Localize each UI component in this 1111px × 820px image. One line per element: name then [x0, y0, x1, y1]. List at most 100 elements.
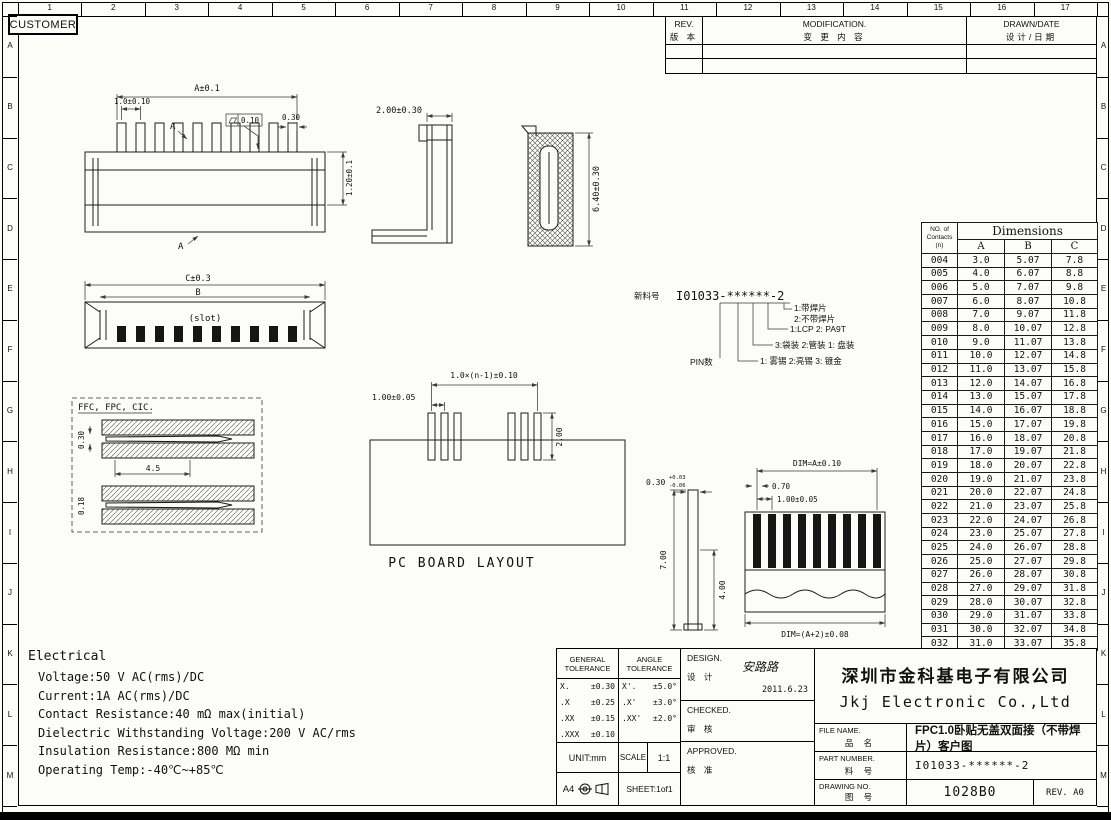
ruler-top-label: 8: [491, 3, 497, 12]
paper-cell: A4: [557, 773, 619, 805]
ruler-tick: [18, 3, 19, 16]
legend-option-solder: 1:带焊片: [794, 303, 827, 313]
dim-label-a: A±0.1: [194, 84, 220, 94]
dim-label-640: 6.40±0.30: [592, 166, 602, 212]
dim-label-flatness: 0.10: [241, 116, 260, 125]
dim-label-pad-pitch: 1.0×(n-1)±0.10: [450, 371, 518, 380]
ruler-tick: [716, 3, 718, 16]
ruler-tick: [462, 3, 464, 16]
ruler-top-label: 12: [743, 3, 753, 12]
section-marker-a-bottom: A: [178, 242, 184, 252]
design-label: DESIGN.: [687, 653, 722, 663]
ruler-tick: [1097, 502, 1109, 504]
slot-view: [84, 301, 326, 349]
ruler-tick: [1097, 259, 1109, 261]
ruler-top-label: 4: [237, 3, 243, 12]
title-block: GENERAL TOLERANCE ANGLE TOLERANCE X.±0.3…: [556, 648, 1097, 806]
company-name-cn: 深圳市金科基电子有限公司: [841, 666, 1070, 686]
revision-table-header: REV. 版 本 MODIFICATION. 变 更 内 容 DRAWN/DAT…: [666, 17, 1096, 45]
ruler-right-label: F: [1101, 345, 1106, 355]
ruler-right-label: J: [1101, 588, 1106, 598]
ruler-top-label: 1: [47, 3, 52, 12]
ruler-tick: [3, 745, 17, 747]
ruler-right-label: K: [1100, 649, 1107, 659]
legend-option-plating: 1: 雾锡 2:亮锡 3: 镀金: [760, 356, 842, 366]
ruler-tick: [970, 3, 972, 16]
unit-label: UNIT:mm: [557, 743, 619, 772]
tolerance-row: .XX±0.15.XX'±2.0°: [557, 710, 680, 727]
dim-label-070: 0.70: [772, 482, 791, 491]
checked-label-cn: 审 核: [687, 724, 716, 734]
ruler-tick: [3, 137, 17, 139]
design-signature: 安路路: [741, 660, 778, 674]
file-name-row: FILE NAME. 品 名 FPC1.0卧贴无盖双面接（不带焊片）客户图: [815, 724, 1096, 753]
electrical-line: Operating Temp:-40℃~+85℃: [38, 762, 224, 777]
ruler-tick: [335, 3, 337, 16]
ruler-top-label: 2: [110, 3, 116, 12]
scale-value: 1:1: [657, 752, 671, 763]
electrical-title: Electrical: [28, 649, 107, 664]
checked-cell: CHECKED. 审 核: [681, 701, 814, 742]
ruler-right-label: M: [1100, 770, 1107, 780]
ruler-right-label: I: [1102, 527, 1105, 537]
dimensions-table-wrap: NO. of Contacts (n) Dimensions A B C 004…: [921, 222, 1099, 651]
ruler-tick: [3, 259, 17, 261]
dim-label-b: B: [195, 288, 200, 298]
ruler-tick: [1097, 623, 1109, 625]
ruler-right-label: H: [1100, 466, 1107, 476]
ruler-right-label: C: [1100, 162, 1107, 172]
projection-symbol: [578, 782, 609, 796]
customer-label: CUSTOMER: [9, 18, 77, 31]
col-header-c: C: [1050, 239, 1099, 254]
legend-option-no-solder: 2:不带焊片: [794, 314, 835, 324]
part-number-row: PART NUMBER. 料 号 I01033-******-2: [815, 752, 1096, 780]
ruler-top-label: 3: [174, 3, 179, 12]
drawn-date-header-cell: DRAWN/DATE 设计/日期: [967, 17, 1096, 45]
ruler-top-label: 10: [616, 3, 626, 12]
ruler-tick: [1097, 3, 1098, 16]
ruler-tick: [1097, 76, 1109, 78]
unit-scale-row: UNIT:mm SCALE 1:1: [557, 743, 680, 773]
electrical-line: Voltage:50 V AC(rms)/DC: [38, 670, 205, 684]
ruler-tick: [3, 319, 17, 321]
drawn-date-header: DRAWN/DATE: [1003, 18, 1060, 29]
revision-table: REV. 版 本 MODIFICATION. 变 更 内 容 DRAWN/DAT…: [665, 16, 1097, 74]
ruler-right-label: D: [1100, 223, 1107, 233]
dim-label-tail-030-lower: -0.06: [669, 483, 686, 489]
ruler-left-label: M: [6, 770, 14, 780]
ruler-tick: [3, 441, 17, 443]
ruler-tick: [1097, 16, 1109, 17]
ruler-tick: [3, 76, 17, 78]
contact-face-detail: [744, 511, 886, 613]
ruler-left-label: A: [7, 41, 13, 51]
electrical-line: Dielectric Withstanding Voltage:200 V AC…: [38, 725, 356, 740]
dim-label-018: 0.18: [77, 496, 86, 515]
dim-label-45: 4.5: [146, 464, 161, 473]
rev-header: REV.: [674, 18, 694, 29]
ruler-tick: [398, 3, 400, 16]
dim-label-700: 7.00: [659, 550, 668, 569]
company-column: 深圳市金科基电子有限公司 Jkj Electronic Co.,Ltd FILE…: [815, 649, 1096, 805]
company-name-en: Jkj Electronic Co.,Ltd: [839, 692, 1072, 711]
slot-view-dimensions: C±0.3 B (slot): [84, 274, 326, 324]
part-number-value: I01033-******-2: [915, 759, 1030, 773]
ruler-tick: [3, 502, 17, 504]
ruler-left-label: J: [8, 588, 12, 598]
col-header-b: B: [1004, 239, 1052, 254]
dim-label-120: 1.20±0.1: [345, 160, 354, 196]
checked-label: CHECKED.: [687, 705, 731, 715]
